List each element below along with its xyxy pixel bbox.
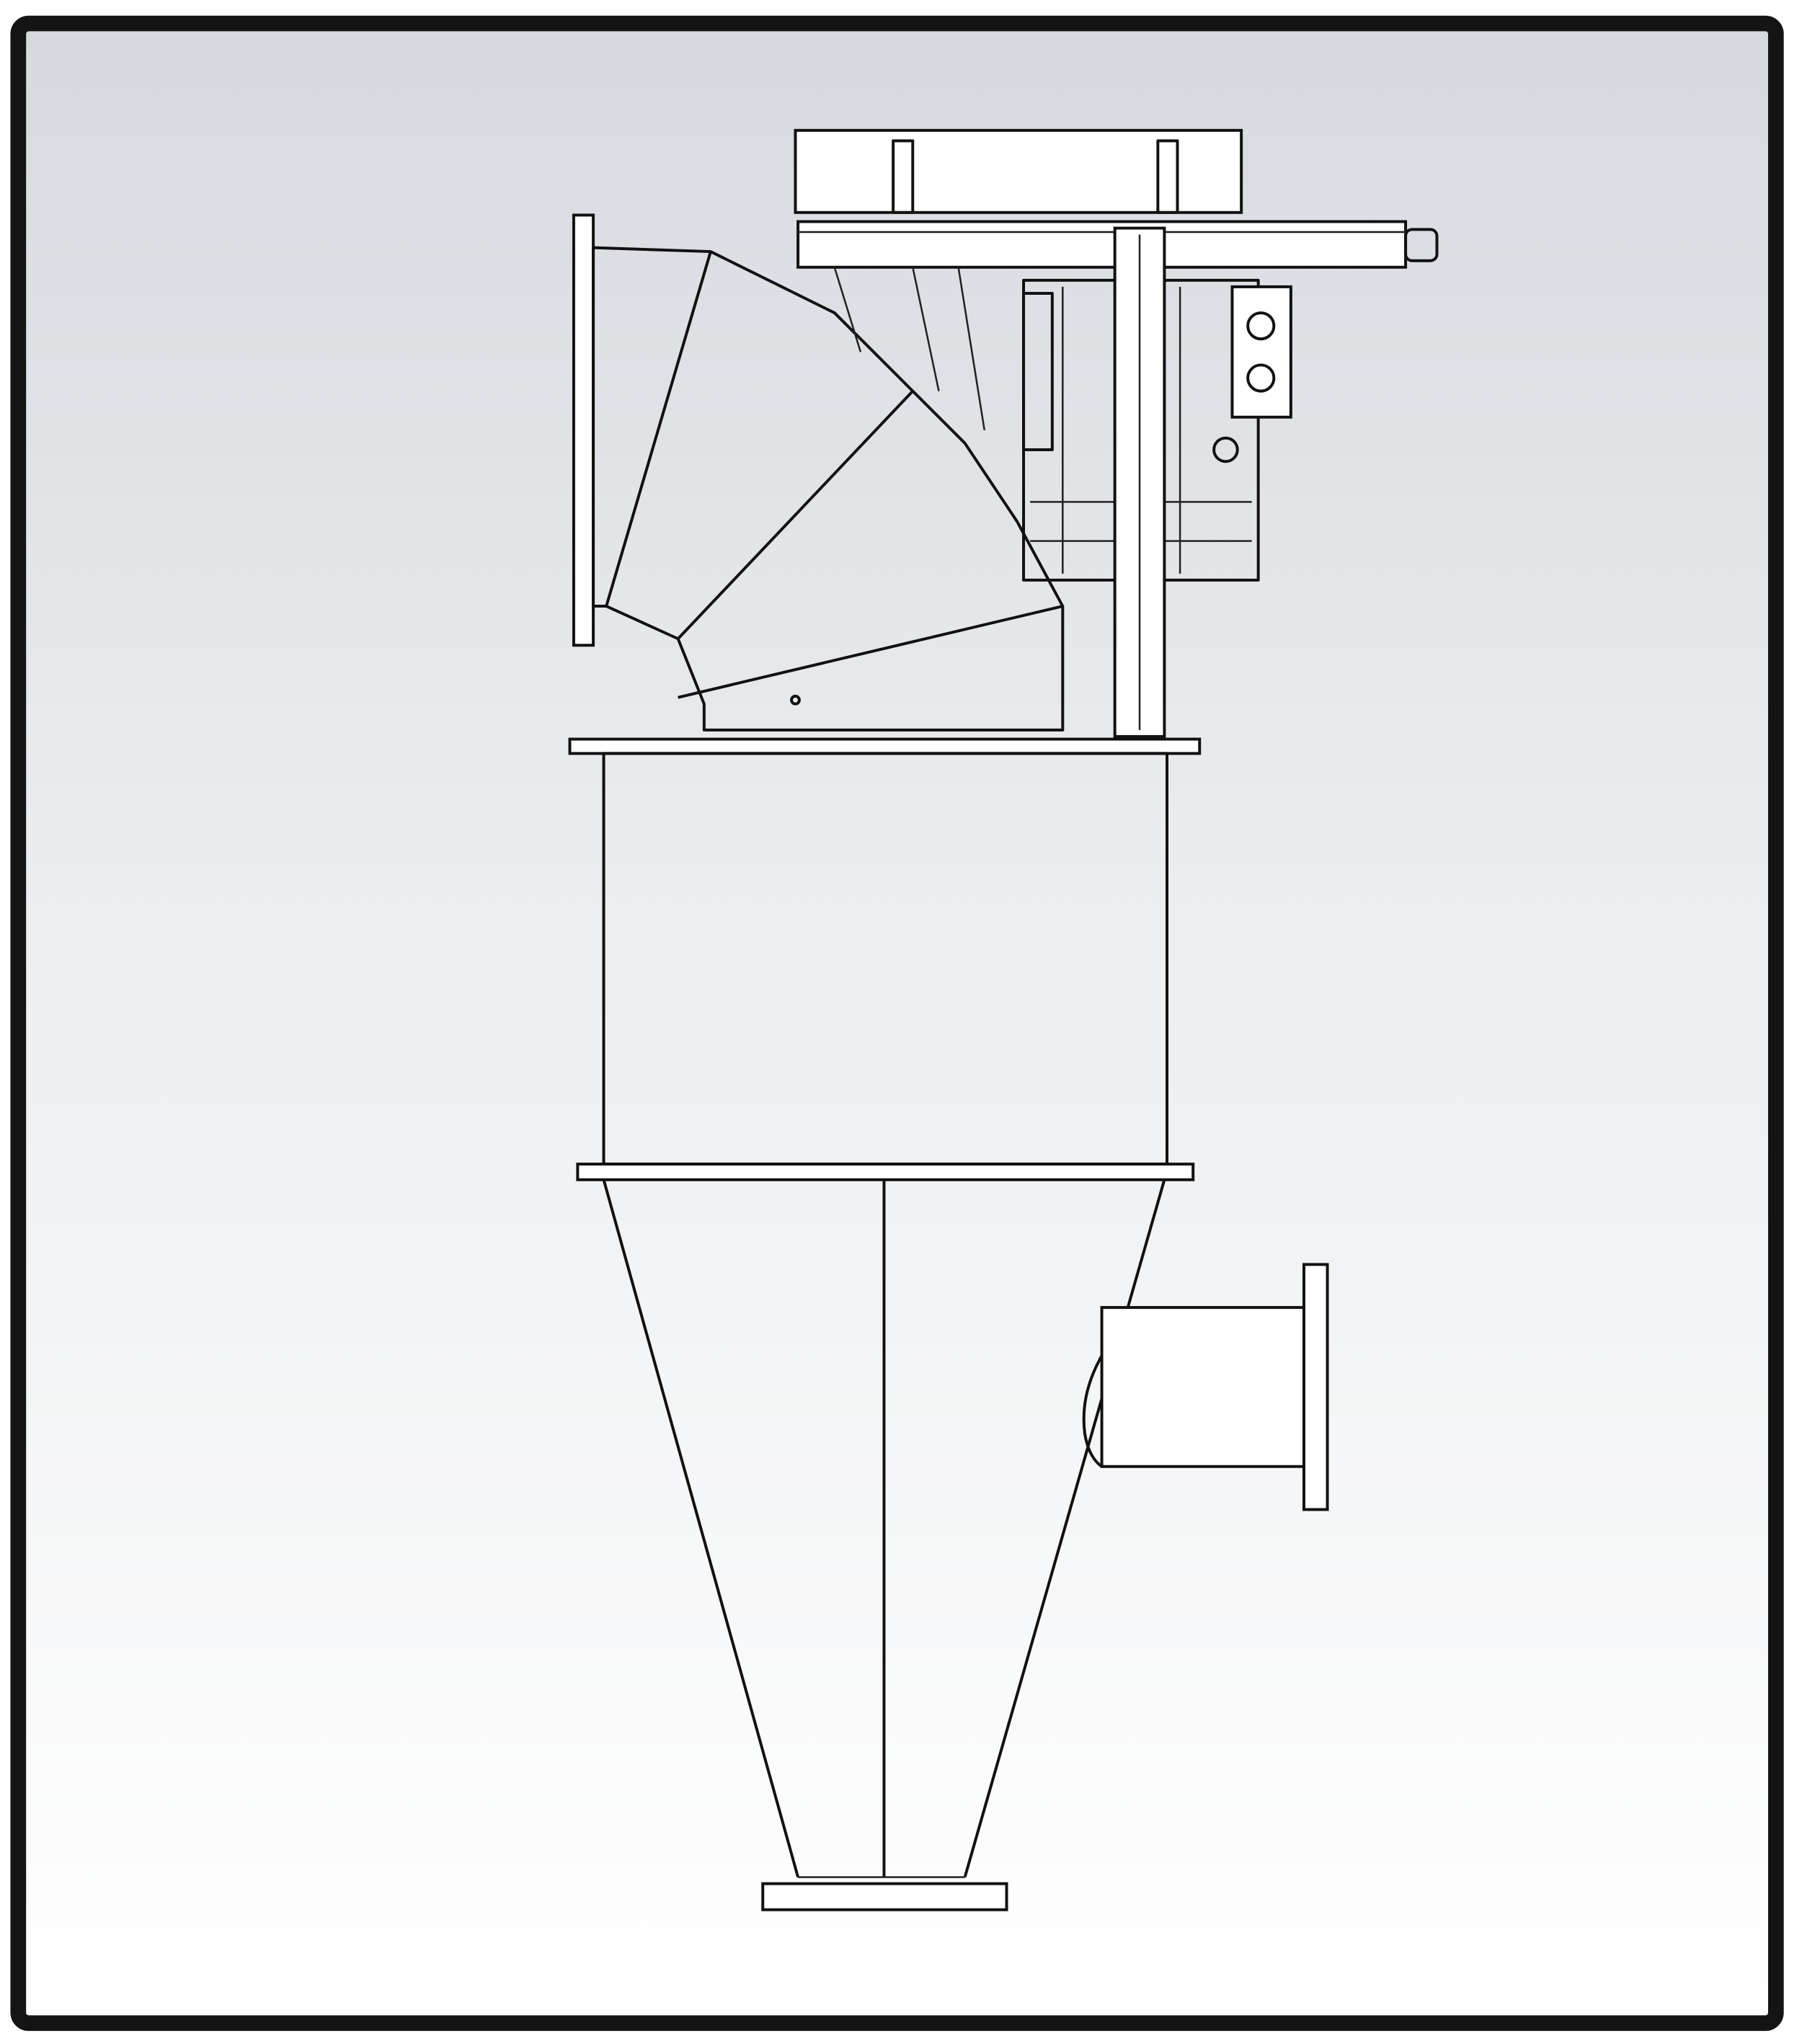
- bottom-flange: [761, 1882, 1008, 1911]
- support-bar: [796, 220, 1439, 269]
- upper-flange: [568, 737, 1202, 755]
- frame-border: [10, 15, 1784, 2031]
- cone-hopper: [602, 1179, 1166, 1878]
- lower-flange: [576, 1163, 1195, 1181]
- viewport-background: [20, 26, 1774, 2021]
- side-outlet: [1082, 1263, 1329, 1511]
- motor-top-housing: [794, 128, 1243, 214]
- inlet-elbow: [572, 213, 1065, 732]
